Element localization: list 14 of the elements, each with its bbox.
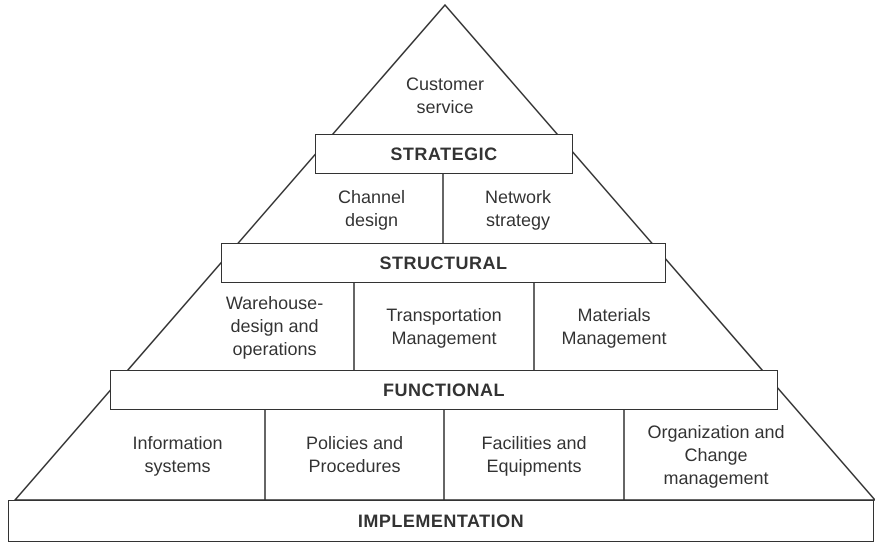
level-band: STRATEGIC: [315, 134, 573, 174]
cell-label: Facilities and Equipments: [480, 432, 588, 478]
cell-label: Information systems: [131, 432, 224, 478]
cell-label: Policies and Procedures: [304, 432, 404, 478]
level-band: FUNCTIONAL: [110, 370, 778, 410]
cell-label: Materials Management: [560, 304, 668, 350]
cell-label: Transportation Management: [385, 304, 503, 350]
cell-label: Network strategy: [484, 186, 552, 232]
cell-label: Channel design: [336, 186, 406, 232]
cell-label: Warehouse-design and operations: [224, 292, 324, 361]
level-band: IMPLEMENTATION: [8, 500, 874, 542]
cell-label: Organization and Change management: [646, 420, 786, 490]
level-band: STRUCTURAL: [221, 243, 666, 283]
cell-label: Customer service: [404, 73, 486, 119]
